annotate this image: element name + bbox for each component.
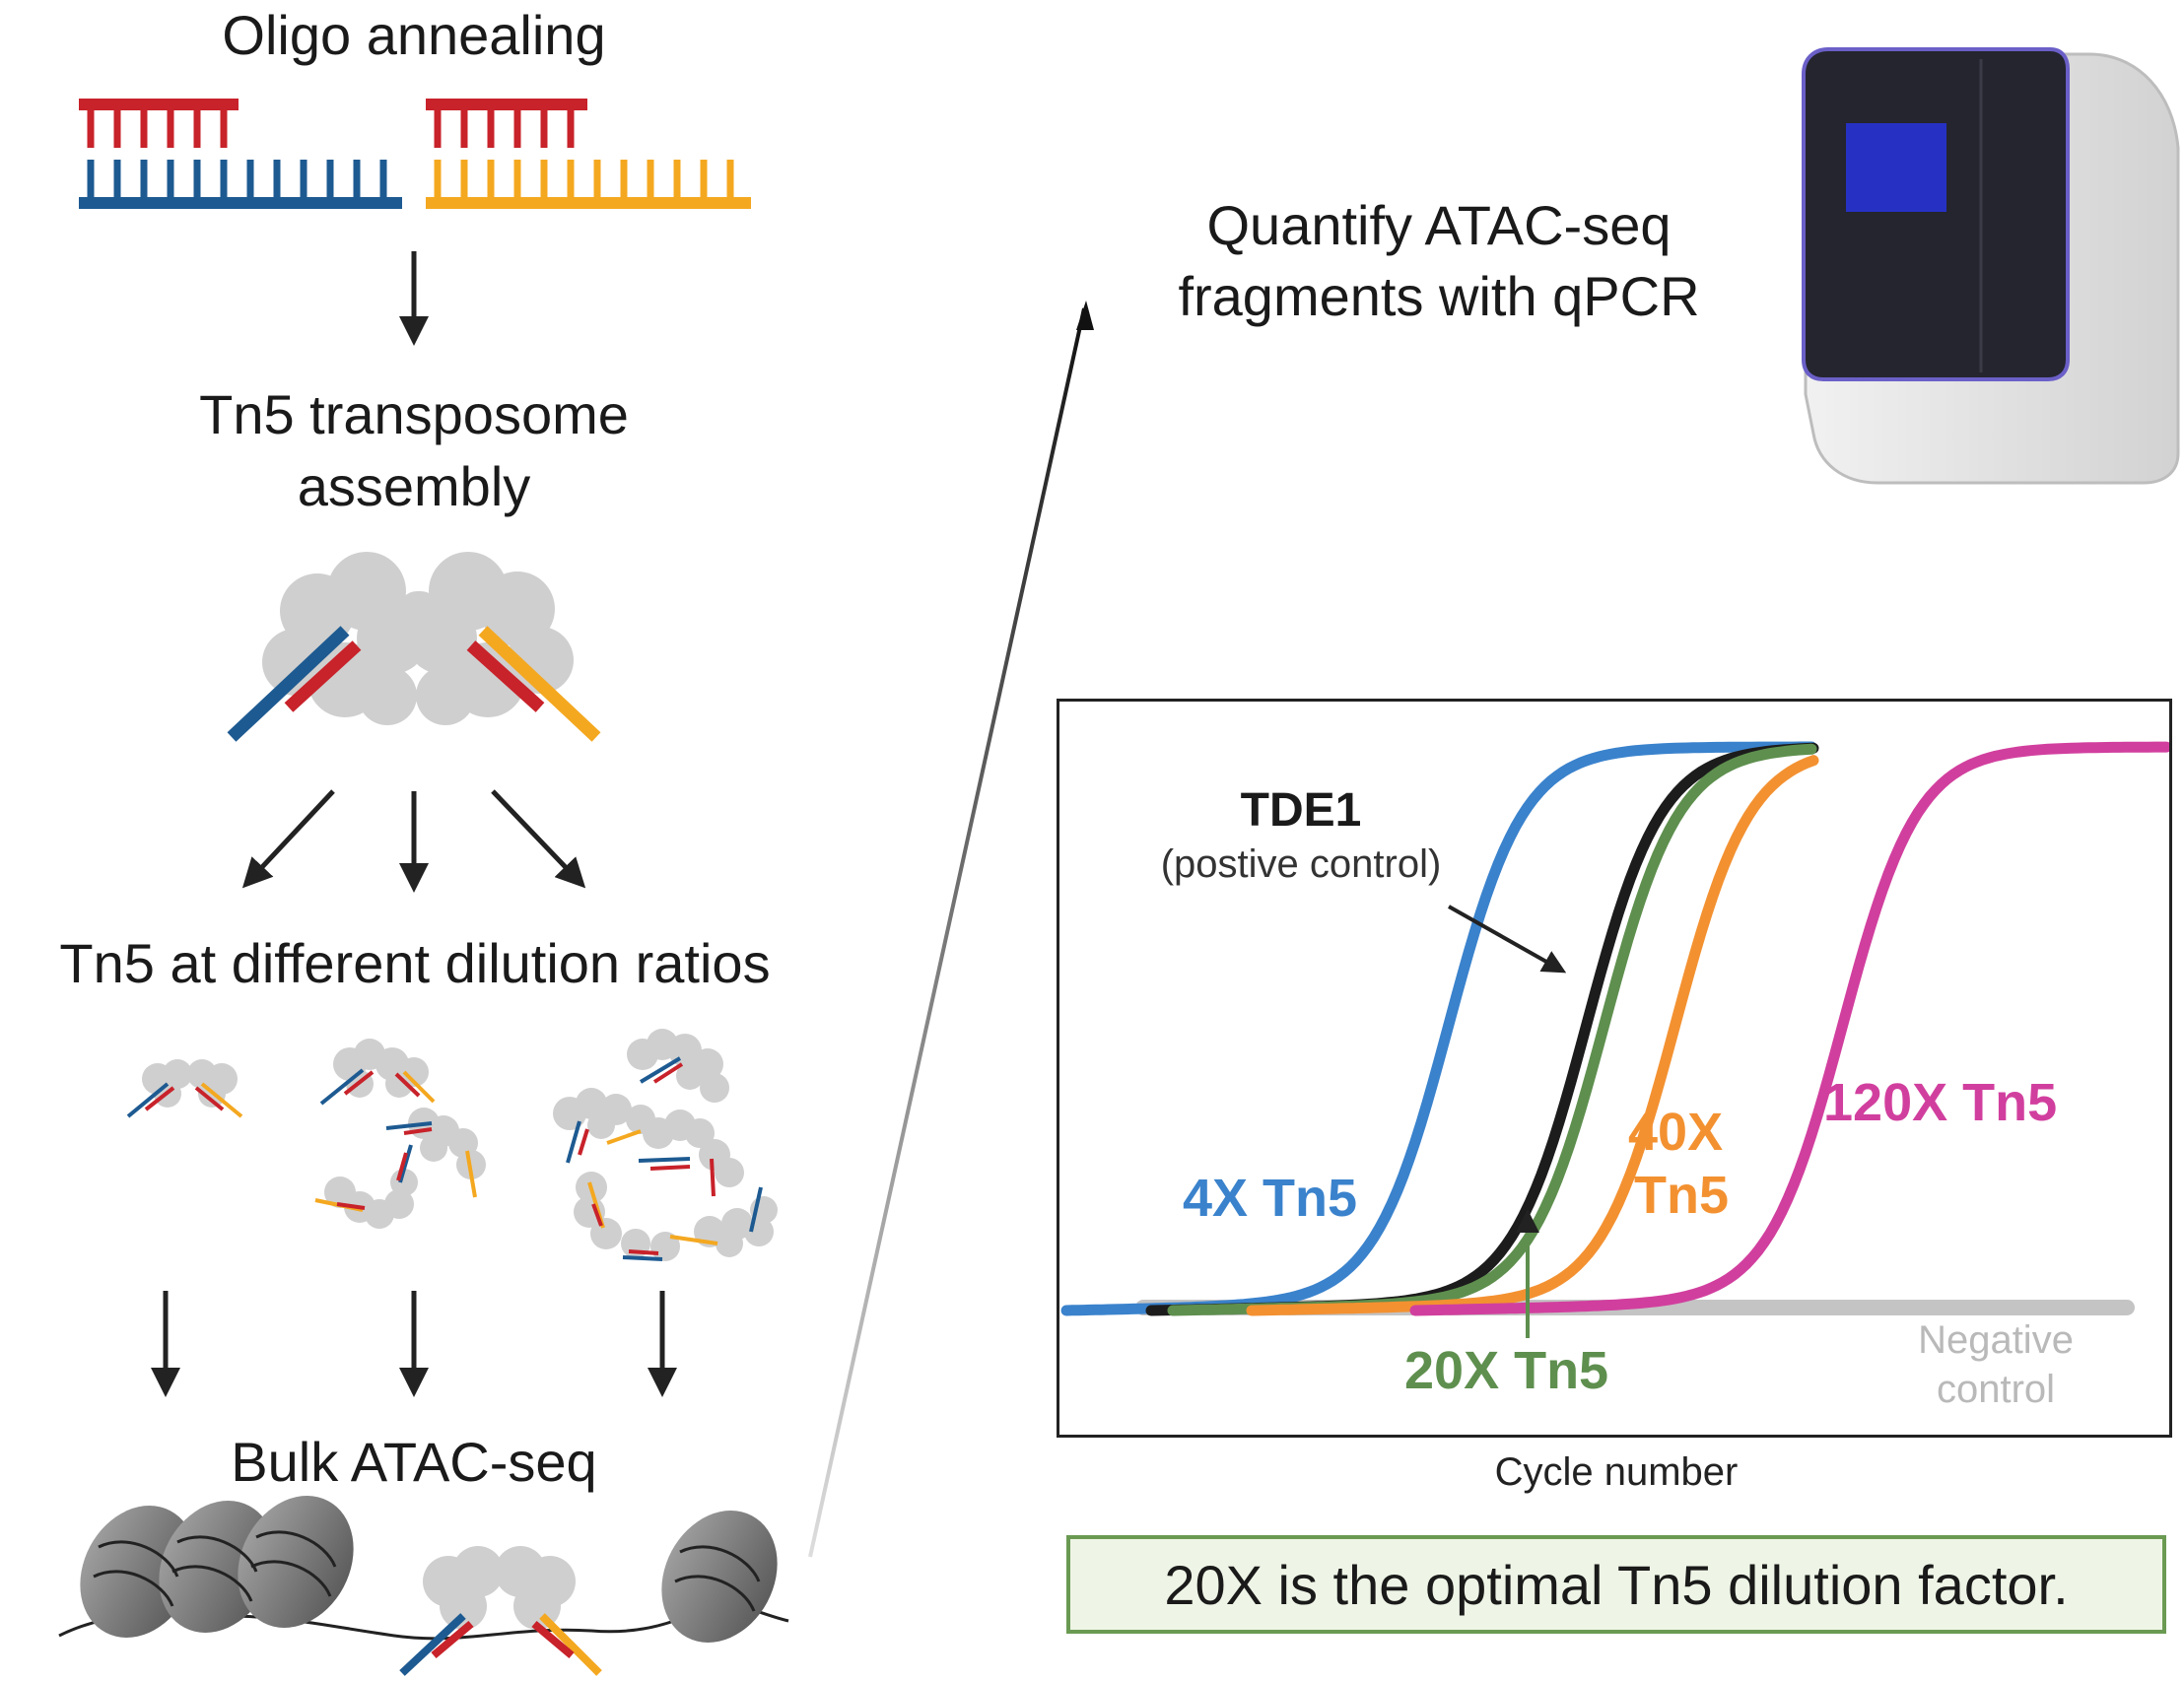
conclusion-box: 20X is the optimal Tn5 dilution factor. (1066, 1535, 2166, 1634)
tde1-sublabel: (postive control) (1160, 842, 1442, 886)
qpcr-plot-frame (1057, 699, 2172, 1438)
label-40x-line1: 40X (1628, 1103, 1724, 1162)
oligo-duplex-right (426, 99, 751, 209)
step-tn5-assembly-line1: Tn5 transposome (199, 383, 629, 445)
step-bulk-atac: Bulk ATAC-seq (231, 1431, 597, 1493)
small-transposome-1 (126, 1059, 243, 1118)
x-axis-label: Cycle number (1494, 1450, 1739, 1494)
conclusion-text: 20X is the optimal Tn5 dilution factor. (1164, 1553, 2069, 1616)
negative-control-line2: control (1936, 1368, 2056, 1411)
quantify-line2: fragments with qPCR (1178, 265, 1700, 327)
oligo-duplex-left (79, 99, 402, 209)
label-20x: 20X Tn5 (1404, 1341, 1609, 1400)
qpcr-plot-area (1060, 741, 2172, 1316)
label-120x: 120X Tn5 (1823, 1073, 2058, 1132)
chromatin-illustration (58, 1496, 789, 1676)
tde1-arrow (1448, 905, 1567, 974)
small-strands-2 (314, 1068, 477, 1212)
label-40x-line2: Tn5 (1634, 1166, 1730, 1225)
small-transposome-cluster-3 (553, 1029, 778, 1261)
tn5-transposome-icon (227, 552, 601, 742)
long-arrow (808, 307, 1086, 1558)
arrow-diag-right (491, 789, 586, 889)
quantify-line1: Quantify ATAC-seq (1206, 194, 1672, 256)
qpcr-machine-icon (1802, 47, 2180, 485)
small-strands-3 (566, 1056, 763, 1261)
negative-control-line1: Negative (1918, 1318, 2074, 1362)
tde1-label: TDE1 (1240, 784, 1362, 837)
label-4x: 4X Tn5 (1183, 1169, 1358, 1228)
step-oligo-annealing: Oligo annealing (222, 4, 606, 66)
nucleosome-icon (80, 1496, 778, 1643)
curve-40x-tn5 (1246, 755, 1819, 1316)
step-tn5-assembly-line2: assembly (297, 455, 531, 517)
arrow-diag-left (241, 789, 335, 889)
curve-120x-tn5 (1409, 741, 2172, 1316)
long-arrow-head (1076, 301, 1094, 330)
step-dilution: Tn5 at different dilution ratios (59, 932, 771, 994)
